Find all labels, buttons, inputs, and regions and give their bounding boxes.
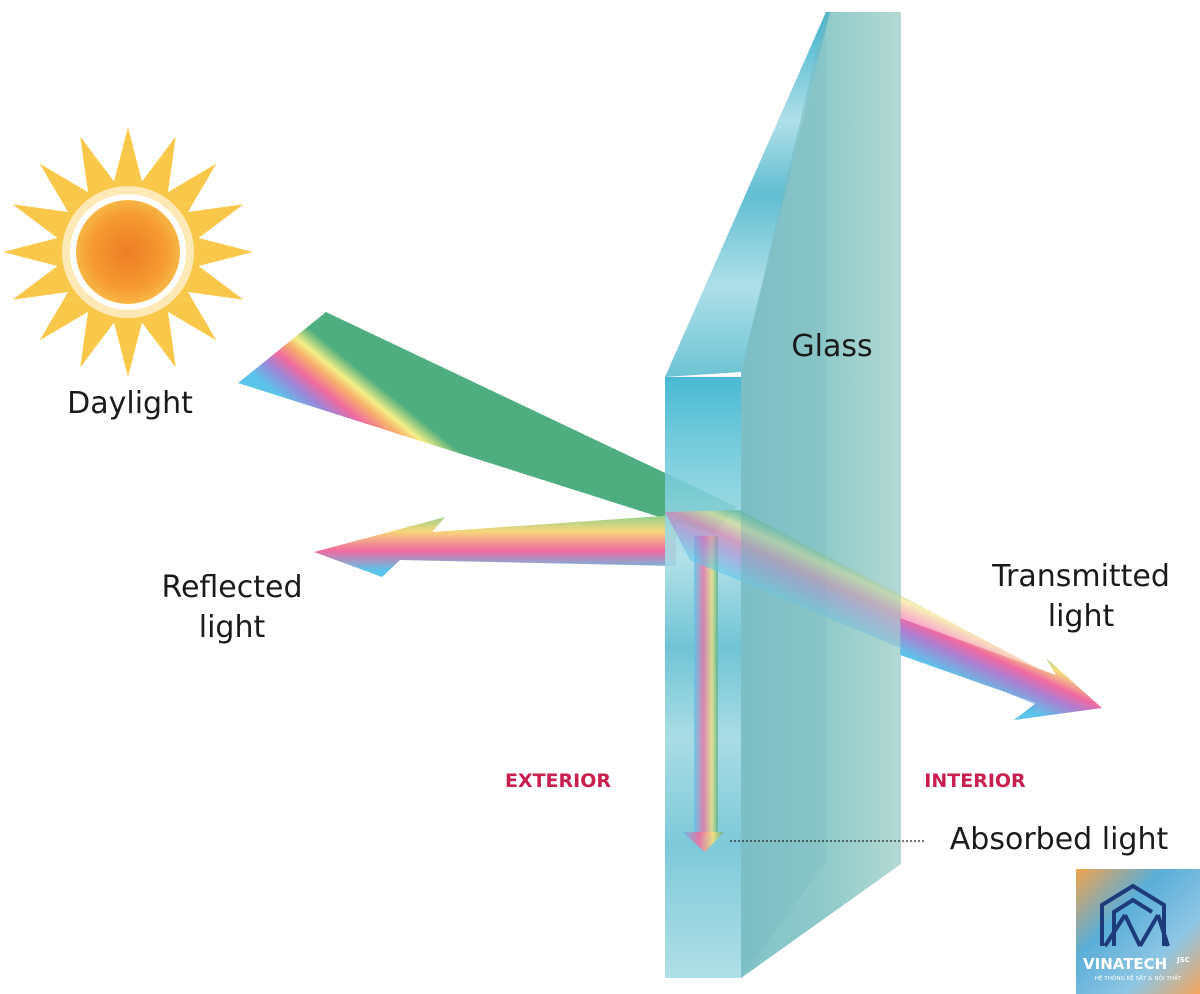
daylight-label: Daylight	[67, 386, 193, 421]
logo-suffix: JSC	[1176, 956, 1190, 964]
sun-core	[76, 200, 180, 304]
absorbed-label: Absorbed light	[950, 822, 1169, 857]
sun-icon	[3, 127, 253, 377]
building-icon	[1100, 883, 1170, 948]
absorbed-light-arrow	[682, 536, 724, 852]
transmitted-label-line1: Transmitted	[991, 559, 1170, 594]
reflected-label-line2: light	[199, 610, 266, 645]
reflected-label-line1: Reflected	[161, 570, 302, 605]
exterior-label: EXTERIOR	[505, 770, 611, 792]
glass-pane-top-edge	[665, 12, 830, 377]
glass-label: Glass	[791, 329, 872, 364]
glass-pane-face	[741, 12, 901, 978]
logo-tagline: HỆ THỐNG KỆ SẮT & NỘI THẤT	[1095, 974, 1182, 982]
glass-pane-inner-edge	[741, 12, 826, 978]
transmitted-label-line2: light	[1048, 599, 1115, 634]
vinatech-logo: VINATECH JSC HỆ THỐNG KỆ SẮT & NỘI THẤT	[1076, 869, 1200, 994]
logo-name: VINATECH	[1083, 955, 1167, 973]
glass-pane-overlay	[741, 12, 901, 978]
daylight-beam	[238, 312, 737, 534]
transmitted-light-arrow	[900, 618, 1102, 720]
interior-label: INTERIOR	[924, 770, 1026, 792]
reflected-light-arrow	[314, 515, 676, 577]
